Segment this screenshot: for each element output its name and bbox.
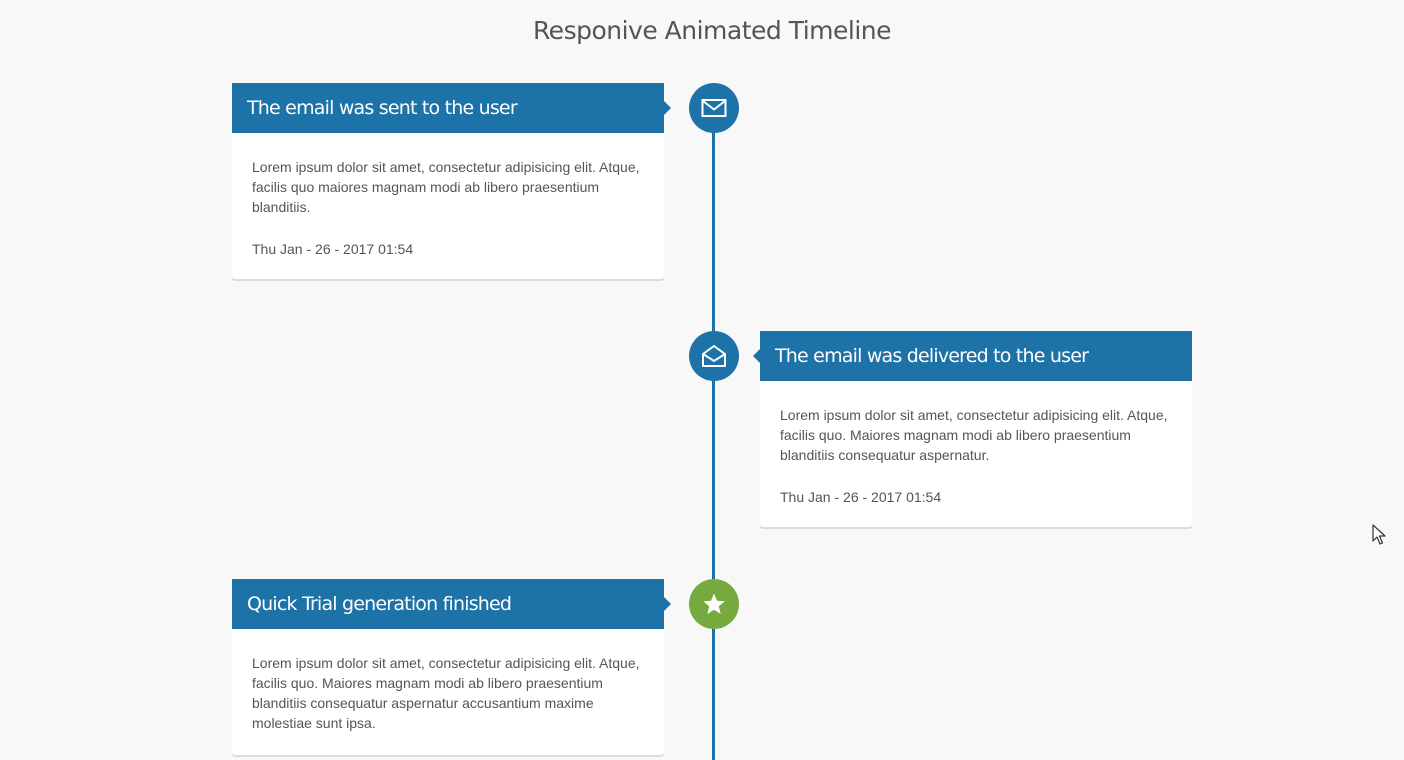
page-title: Responive Animated Timeline bbox=[532, 16, 892, 45]
mouse-cursor-icon bbox=[1372, 524, 1386, 551]
card-title: Quick Trial generation finished bbox=[232, 579, 671, 629]
envelope-icon bbox=[701, 98, 727, 118]
timeline-line bbox=[712, 120, 715, 760]
card-text: Lorem ipsum dolor sit amet, consectetur … bbox=[252, 159, 640, 215]
star-icon bbox=[702, 592, 726, 616]
card-title: The email was delivered to the user bbox=[753, 331, 1192, 381]
card-date: Thu Jan - 26 - 2017 01:54 bbox=[252, 241, 414, 257]
envelope-open-icon bbox=[701, 344, 727, 368]
card-title: The email was sent to the user bbox=[232, 83, 671, 133]
card-text: Lorem ipsum dolor sit amet, consectetur … bbox=[780, 407, 1168, 463]
timeline-card-3: Quick Trial generation finished Lorem ip… bbox=[232, 579, 671, 755]
timeline-node-2 bbox=[689, 331, 739, 381]
timeline-card-2: The email was delivered to the user Lore… bbox=[753, 331, 1192, 527]
card-text: Lorem ipsum dolor sit amet, consectetur … bbox=[252, 655, 640, 731]
timeline-node-3 bbox=[689, 579, 739, 629]
card-date: Thu Jan - 26 - 2017 01:54 bbox=[780, 489, 942, 505]
timeline-card-1: The email was sent to the user Lorem ips… bbox=[232, 83, 671, 279]
timeline-node-1 bbox=[689, 83, 739, 133]
